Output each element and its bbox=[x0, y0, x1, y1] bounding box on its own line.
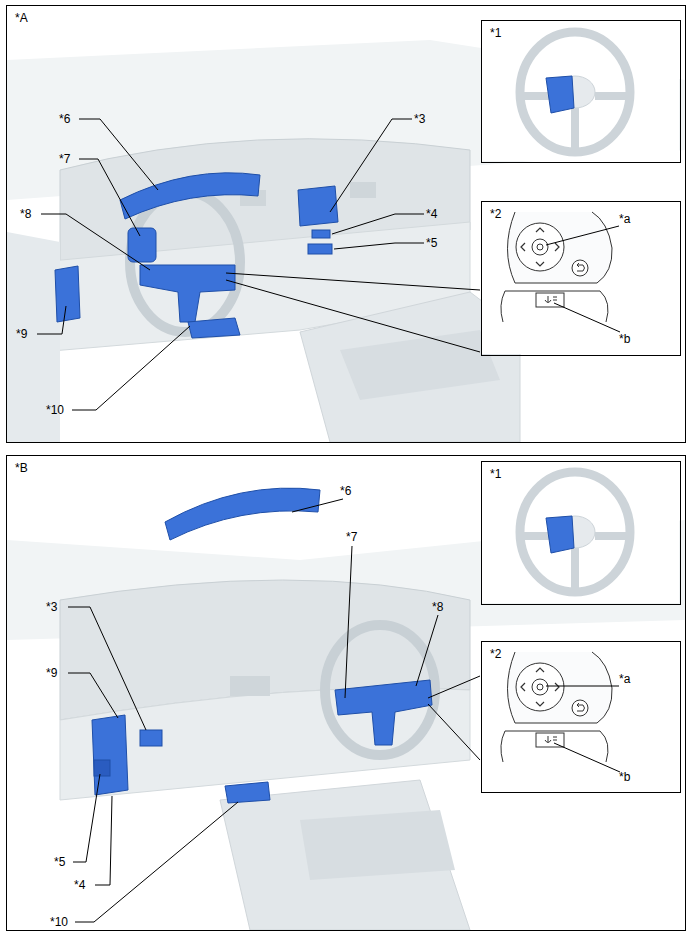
panel-label: *1 bbox=[490, 467, 501, 481]
panel-label: *2 bbox=[490, 647, 501, 661]
panel-label: *B bbox=[15, 461, 28, 475]
callout-number: *b bbox=[619, 770, 630, 784]
callout-number: *7 bbox=[346, 530, 357, 544]
callout-number: *3 bbox=[46, 600, 57, 614]
inset-box: *2 bbox=[481, 641, 681, 793]
callout-number: *10 bbox=[46, 403, 64, 417]
panel-label: *1 bbox=[490, 26, 501, 40]
inset-box: *2 bbox=[481, 201, 681, 356]
callout-number: *4 bbox=[426, 207, 437, 221]
callout-number: *a bbox=[619, 672, 630, 686]
figure-panel: *B *1 *2 bbox=[6, 455, 686, 931]
callout-number: *a bbox=[619, 212, 630, 226]
callout-number: *3 bbox=[414, 112, 425, 126]
callout-number: *6 bbox=[340, 484, 351, 498]
callout-number: *9 bbox=[16, 327, 27, 341]
callout-number: *4 bbox=[74, 878, 85, 892]
inset-box: *1 bbox=[481, 20, 681, 163]
callout-number: *10 bbox=[50, 915, 68, 929]
inset-box: *1 bbox=[481, 461, 681, 605]
callout-number: *8 bbox=[20, 207, 31, 221]
callout-number: *b bbox=[619, 332, 630, 346]
callout-number: *8 bbox=[432, 600, 443, 614]
callout-number: *5 bbox=[426, 236, 437, 250]
panel-label: *A bbox=[15, 11, 28, 25]
panel-label: *2 bbox=[490, 207, 501, 221]
callout-number: *6 bbox=[59, 112, 70, 126]
figure-panel: *A *1 *2 bbox=[6, 5, 686, 443]
callout-number: *5 bbox=[54, 855, 65, 869]
callout-number: *7 bbox=[59, 152, 70, 166]
callout-number: *9 bbox=[46, 666, 57, 680]
